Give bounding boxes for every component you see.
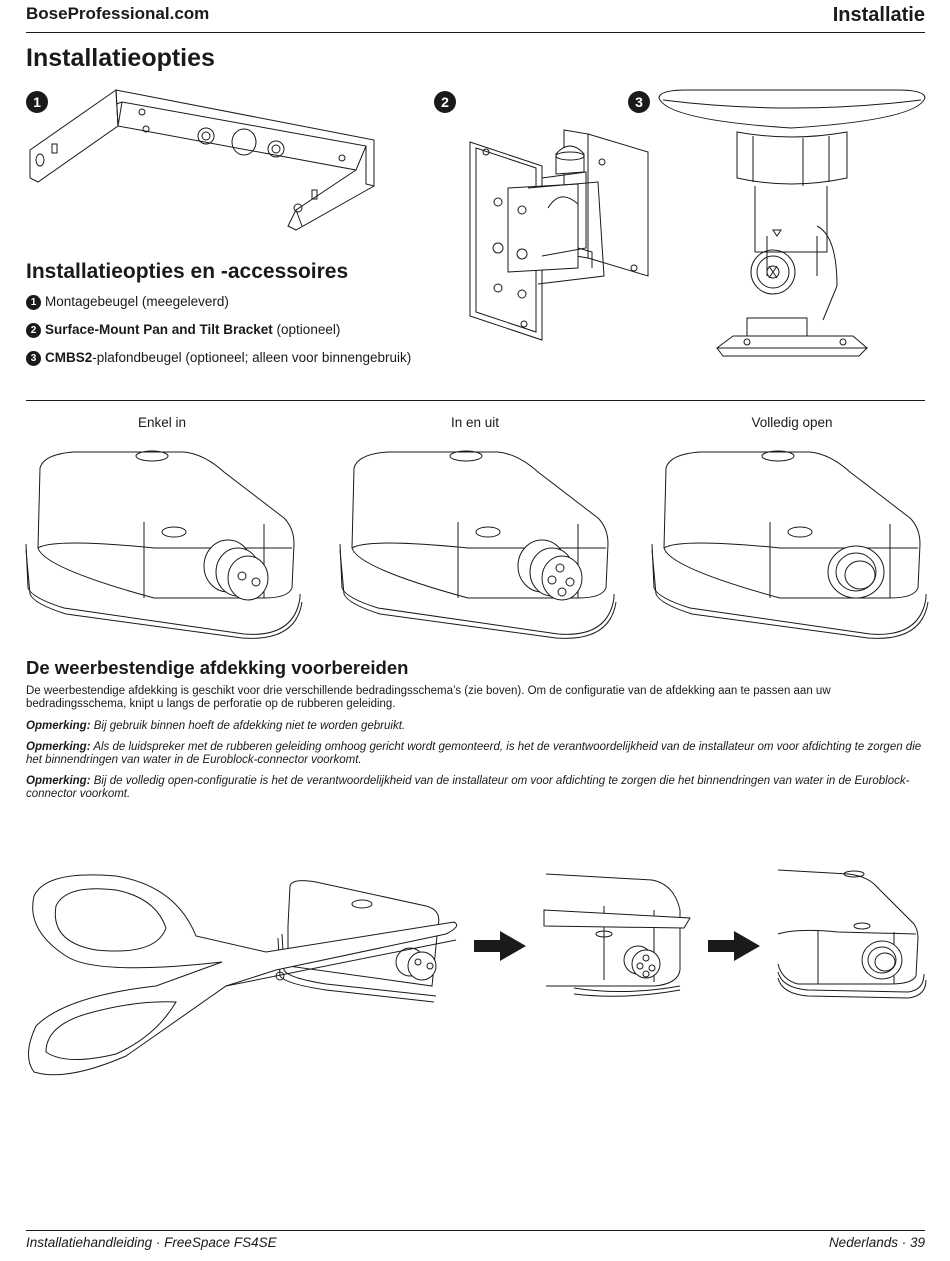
- note-text: Bij de volledig open-configuratie is het…: [26, 775, 910, 800]
- badge-2: 2: [434, 91, 456, 113]
- note-3: Opmerking: Bij de volledig open-configur…: [26, 775, 926, 801]
- number-badge: 3: [26, 351, 41, 366]
- footer-rule: [26, 1230, 925, 1231]
- note-text: Bij gebruik binnen hoeft de afdekking ni…: [90, 720, 406, 732]
- arrow-right-icon: [474, 931, 526, 961]
- option-name: CMBS2: [45, 350, 93, 365]
- cut-cover-in-out-illustration: [544, 870, 690, 1000]
- option-item-3: 3 CMBS2-plafondbeugel (optioneel; alleen …: [26, 350, 411, 366]
- option-item-2: 2 Surface-Mount Pan and Tilt Bracket (opt…: [26, 322, 340, 338]
- option-label: Montagebeugel (meegeleverd): [45, 294, 229, 309]
- pan-tilt-bracket-illustration: [468, 128, 652, 340]
- cover-intro: De weerbestendige afdekking is geschikt …: [26, 685, 831, 710]
- option-qualifier: (optioneel): [272, 322, 341, 337]
- note-2: Opmerking: Als de luidspreker met de rub…: [26, 741, 926, 767]
- number-badge: 1: [26, 295, 41, 310]
- note-label: Opmerking:: [26, 775, 91, 787]
- cut-cover-open-illustration: [778, 868, 928, 1000]
- footer-page-number: Nederlands · 39: [828, 1235, 925, 1250]
- site-name: BoseProfessional.com: [26, 4, 210, 23]
- badge-3: 3: [628, 91, 650, 113]
- number-badge: 2: [26, 323, 41, 338]
- config-caption-1: Enkel in: [137, 415, 187, 430]
- section-title: Installatie: [832, 4, 925, 26]
- arrow-right-icon: [708, 931, 760, 961]
- cover-heading: De weerbestendige afdekking voorbereiden: [26, 657, 409, 678]
- ceiling-bracket-illustration: [657, 86, 927, 362]
- footer-doc-title: Installatiehandleiding · FreeSpace FS4SE: [26, 1235, 277, 1250]
- header-rule: [26, 32, 925, 33]
- section-rule: [26, 400, 925, 401]
- scissors-cutting-illustration: [26, 866, 458, 1086]
- note-label: Opmerking:: [26, 741, 91, 753]
- config-caption-2: In en uit: [450, 415, 500, 430]
- note-label: Opmerking:: [26, 720, 91, 732]
- option-item-1: 1 Montagebeugel (meegeleverd): [26, 294, 229, 310]
- mounting-bracket-illustration: [26, 86, 378, 230]
- badge-1: 1: [26, 91, 48, 113]
- note-1: Opmerking: Bij gebruik binnen hoeft de a…: [26, 720, 926, 733]
- note-text: Als de luidspreker met de rubberen gelei…: [26, 741, 922, 766]
- config-caption-3: Volledig open: [751, 415, 833, 430]
- options-heading: Installatieopties en -accessoires: [26, 260, 349, 283]
- option-name: Surface-Mount Pan and Tilt Bracket: [45, 322, 273, 337]
- cover-single-in-illustration: [24, 448, 304, 638]
- page-title: Installatieopties: [26, 44, 215, 72]
- option-qualifier: -plafondbeugel (optioneel; alleen voor b…: [92, 350, 412, 365]
- cover-in-out-illustration: [338, 448, 618, 638]
- cover-fully-open-illustration: [650, 448, 930, 638]
